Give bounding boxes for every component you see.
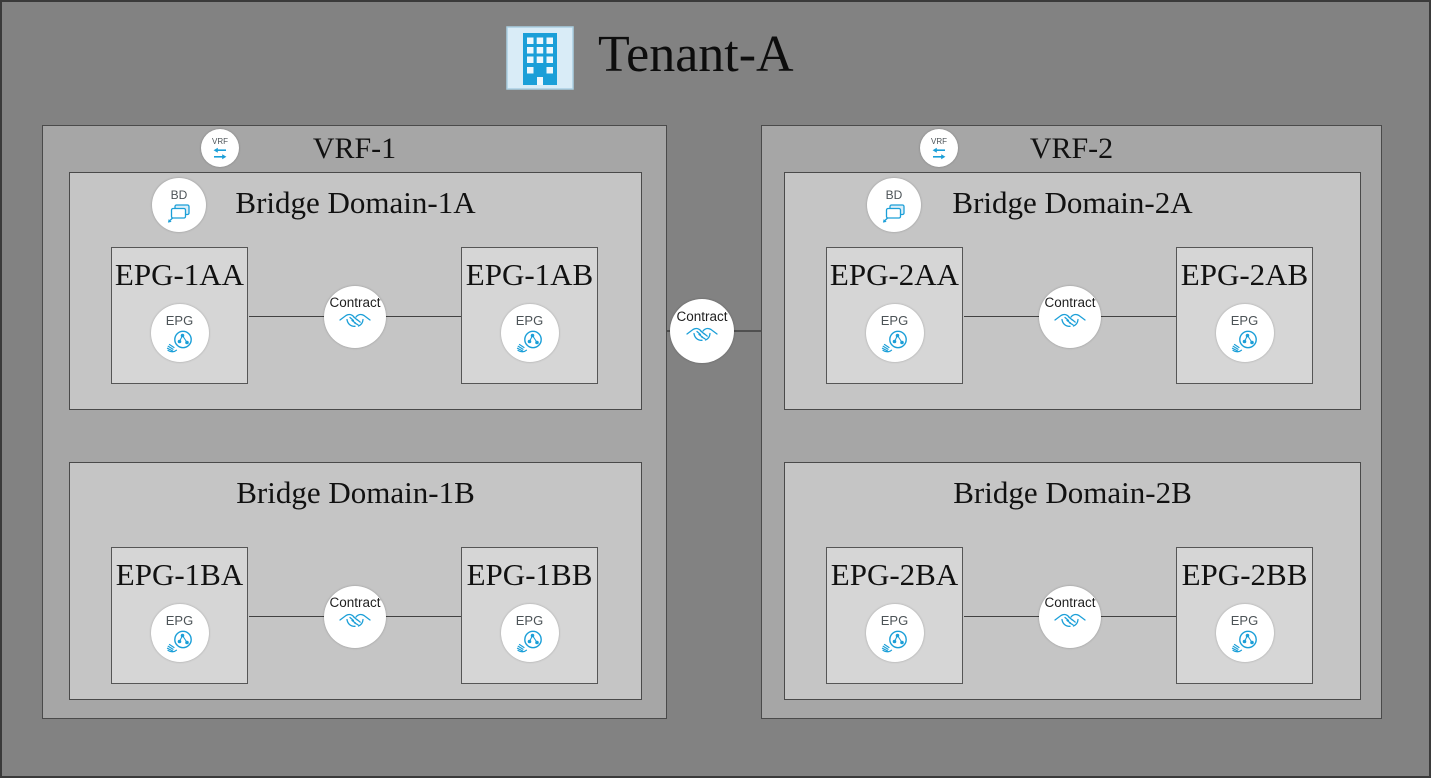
epg-1ab-box: EPG-1AB EPG	[461, 247, 598, 384]
epg-network-hand-icon	[516, 329, 544, 353]
epg-1ba-box: EPG-1BA EPG	[111, 547, 248, 684]
epg-2bb-box: EPG-2BB EPG	[1176, 547, 1313, 684]
epg-2bb-label: EPG-2BB	[1181, 557, 1308, 592]
epg-1aa-label: EPG-1AA	[114, 257, 245, 292]
epg-network-hand-icon	[166, 629, 194, 653]
inter-vrf-contract-node: Contract	[670, 299, 734, 363]
handshake-icon	[1054, 610, 1086, 632]
epg-icon-label: EPG	[1230, 313, 1259, 328]
epg-icon: EPG	[150, 304, 209, 362]
contract-node: Contract	[1039, 286, 1101, 348]
epg-1ab-label: EPG-1AB	[465, 257, 594, 292]
handshake-icon	[339, 610, 371, 632]
bridge-domain-1b-label: Bridge Domain-1B	[236, 475, 475, 510]
vrf-icon-label: VRF	[931, 136, 947, 146]
epg-icon: EPG	[500, 304, 559, 362]
epg-icon: EPG	[865, 604, 924, 662]
contract-node: Contract	[324, 286, 386, 348]
bridge-domain-2a-label: Bridge Domain-2A	[952, 185, 1193, 220]
handshake-icon	[686, 324, 718, 346]
vrf-2-box: VRF VRF-2 BD Bridge Domain-2A EPG-2AA EP…	[761, 125, 1382, 719]
bd-icon-label: BD	[885, 187, 903, 202]
bridge-domain-2b-label: Bridge Domain-2B	[953, 475, 1192, 510]
epg-network-hand-icon	[166, 329, 194, 353]
epg-icon-label: EPG	[515, 613, 544, 628]
epg-1bb-label: EPG-1BB	[466, 557, 593, 592]
epg-icon: EPG	[865, 304, 924, 362]
epg-icon: EPG	[150, 604, 209, 662]
epg-icon-label: EPG	[165, 613, 194, 628]
epg-1bb-box: EPG-1BB EPG	[461, 547, 598, 684]
contract-node: Contract	[324, 586, 386, 648]
vrf-1-label: VRF-1	[312, 132, 397, 165]
epg-icon-label: EPG	[880, 613, 909, 628]
epg-1ba-label: EPG-1BA	[115, 557, 244, 592]
epg-2ab-label: EPG-2AB	[1180, 257, 1309, 292]
epg-network-hand-icon	[516, 629, 544, 653]
contract-label: Contract	[1044, 295, 1096, 310]
tenant-title: Tenant-A	[598, 26, 794, 83]
bd-icon-label: BD	[170, 187, 188, 202]
bridge-domain-1b-box: Bridge Domain-1B EPG-1BA EPG EPG-1BB EPG…	[69, 462, 642, 700]
handshake-icon	[339, 310, 371, 332]
bridge-domain-1a-box: BD Bridge Domain-1A EPG-1AA EPG EPG-1AB …	[69, 172, 642, 410]
bridge-domain-1a-label: Bridge Domain-1A	[235, 185, 476, 220]
contract-node: Contract	[1039, 586, 1101, 648]
epg-1aa-box: EPG-1AA EPG	[111, 247, 248, 384]
vrf-2-label: VRF-2	[1029, 132, 1114, 165]
contract-label: Contract	[329, 595, 381, 610]
vrf-1-box: VRF VRF-1 BD Bridge Domain-1A EPG-1AA EP…	[42, 125, 667, 719]
vrf-icon: VRF	[920, 129, 958, 167]
epg-icon-label: EPG	[880, 313, 909, 328]
epg-network-hand-icon	[1231, 629, 1259, 653]
contract-label: Contract	[676, 309, 728, 324]
epg-2aa-label: EPG-2AA	[829, 257, 960, 292]
epg-icon: EPG	[1215, 604, 1274, 662]
epg-2ab-box: EPG-2AB EPG	[1176, 247, 1313, 384]
epg-network-hand-icon	[881, 629, 909, 653]
vrf-icon-label: VRF	[212, 136, 228, 146]
epg-icon-label: EPG	[515, 313, 544, 328]
bridge-domain-2b-box: Bridge Domain-2B EPG-2BA EPG EPG-2BB EPG…	[784, 462, 1361, 700]
contract-label: Contract	[1044, 595, 1096, 610]
epg-icon: EPG	[500, 604, 559, 662]
epg-2aa-box: EPG-2AA EPG	[826, 247, 963, 384]
vrf-icon: VRF	[201, 129, 239, 167]
bridge-domain-2a-box: BD Bridge Domain-2A EPG-2AA EPG EPG-2AB …	[784, 172, 1361, 410]
epg-icon-label: EPG	[1230, 613, 1259, 628]
contract-label: Contract	[329, 295, 381, 310]
epg-icon: EPG	[1215, 304, 1274, 362]
epg-network-hand-icon	[1231, 329, 1259, 353]
bd-icon: BD	[152, 178, 206, 232]
epg-2ba-box: EPG-2BA EPG	[826, 547, 963, 684]
epg-icon-label: EPG	[165, 313, 194, 328]
epg-network-hand-icon	[881, 329, 909, 353]
handshake-icon	[1054, 310, 1086, 332]
epg-2ba-label: EPG-2BA	[830, 557, 959, 592]
tenant-building-icon	[506, 26, 574, 90]
bd-icon: BD	[867, 178, 921, 232]
